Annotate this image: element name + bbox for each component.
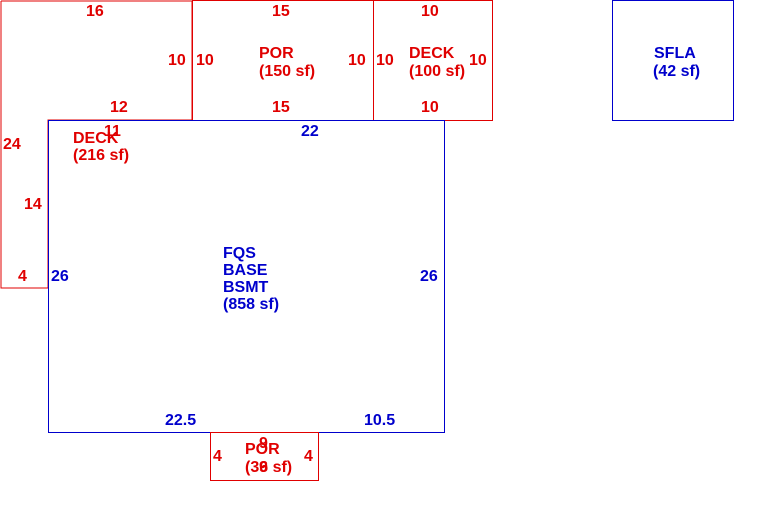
sfla-name: SFLA [654,45,696,62]
sfla-area-label: (42 sf) [653,63,701,80]
deck-large-dim-left: 24 [3,136,21,153]
base-dim-bottom-left: 22.5 [165,412,197,429]
por-bottom-area-label: (36 sf) [245,459,293,476]
base-area-label: (858 sf) [223,296,280,313]
por-top-dim-left: 10 [196,52,214,69]
deck-small-dim-top: 10 [421,3,439,20]
base-dim-bottom-right: 10.5 [364,412,396,429]
sfla-area [612,0,734,121]
base-dim-top: 22 [301,123,319,140]
deck-large-dim-right-upper: 10 [168,52,186,69]
por-top-dim-right: 10 [348,52,366,69]
base-dim-right: 26 [420,268,438,285]
por-top-dim-top: 15 [272,3,290,20]
deck-large-dim-right-mid: 12 [110,99,128,116]
por-top-name: POR [259,45,294,62]
deck-large-area-label: (216 sf) [73,147,130,164]
deck-small-area-label: (100 sf) [409,63,466,80]
deck-large-name: DECK [73,130,119,147]
deck-small-dim-bottom: 10 [421,99,439,116]
deck-large-dim-top: 16 [86,3,104,20]
deck-small-dim-left: 10 [376,52,394,69]
por-bottom-dim-left: 4 [213,448,222,465]
base-name-line2: BASE [223,262,268,279]
base-name-line3: BSMT [223,279,269,296]
base-name-line1: FQS [223,245,256,262]
por-bottom-dim-top: 9 [259,435,268,452]
por-bottom-area [210,432,319,481]
por-top-area-label: (150 sf) [259,63,316,80]
por-bottom-dim-inner: 9 [259,459,268,476]
por-top-dim-bottom: 15 [272,99,290,116]
deck-small-name: DECK [409,45,455,62]
deck-large-dim-bottom: 4 [18,268,27,285]
por-bottom-name: POR [245,441,280,458]
deck-large-dim-right-lower: 11 [104,123,121,140]
deck-large-dim-inner-left: 14 [24,196,42,213]
deck-small-dim-right: 10 [469,52,487,69]
por-bottom-dim-right: 4 [304,448,313,465]
base-dim-left: 26 [51,268,69,285]
